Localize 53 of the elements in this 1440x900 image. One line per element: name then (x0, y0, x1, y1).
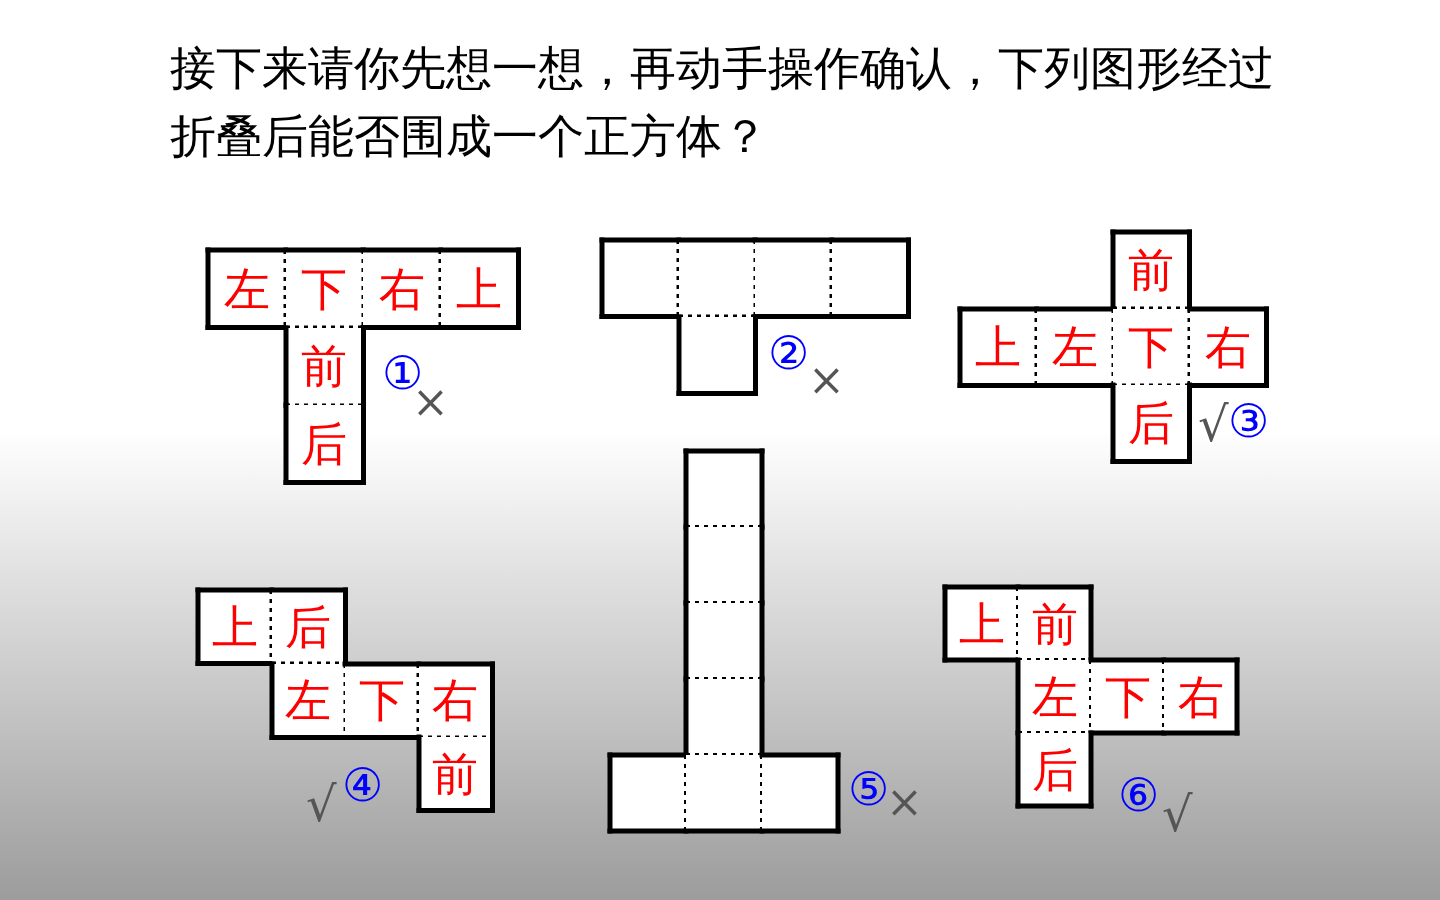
face-label: 上 (211, 603, 258, 650)
circled-number: ⑥ (1118, 772, 1159, 818)
face-label: 后 (1031, 746, 1078, 793)
face-label: 上 (975, 323, 1022, 370)
net-square (610, 755, 686, 831)
face-label: 下 (1104, 673, 1151, 720)
net-square (945, 587, 1018, 660)
net-square (1164, 660, 1237, 733)
face-label: 左 (1051, 323, 1098, 370)
net-square (440, 250, 518, 328)
face-label: 右 (378, 265, 425, 312)
face-label: 前 (432, 750, 479, 797)
check-mark: √ (1198, 400, 1229, 448)
net-square (208, 250, 286, 328)
circled-number: ③ (1228, 398, 1269, 444)
net-square (198, 590, 272, 664)
face-label: 右 (432, 677, 479, 724)
net-square (686, 451, 762, 527)
net-square (678, 316, 755, 393)
net-square (831, 240, 908, 317)
circled-number: ② (768, 330, 809, 376)
face-label: 下 (358, 677, 405, 724)
face-label: 下 (1128, 323, 1175, 370)
face-label: 后 (301, 420, 348, 467)
face-label: 右 (1204, 323, 1251, 370)
face-label: 后 (1128, 400, 1175, 447)
circled-number: ⑤ (848, 766, 889, 812)
face-label: 左 (1031, 673, 1078, 720)
face-label: 后 (285, 603, 332, 650)
net-square (285, 405, 363, 483)
check-mark: √ (306, 780, 337, 828)
face-label: 上 (456, 265, 503, 312)
face-label: 左 (223, 265, 270, 312)
net-square (1018, 733, 1091, 806)
net-square (960, 308, 1037, 385)
cross-mark: × (886, 780, 923, 824)
cross-mark: × (808, 358, 845, 402)
face-label: 上 (958, 600, 1005, 647)
net-square (602, 240, 679, 317)
net-square (762, 755, 838, 831)
face-label: 右 (1177, 673, 1224, 720)
face-label: 左 (285, 677, 332, 724)
net-square (1113, 385, 1190, 462)
question-text: 接下来请你先想一想，再动手操作确认，下列图形经过折叠后能否围成一个正方体？ (170, 40, 1275, 165)
circled-number: ④ (342, 762, 383, 808)
face-label: 下 (301, 265, 348, 312)
face-label: 前 (301, 343, 348, 390)
net-square (1189, 308, 1266, 385)
check-mark: √ (1162, 790, 1193, 838)
face-label: 前 (1128, 247, 1175, 294)
face-label: 前 (1031, 600, 1078, 647)
net-square (1113, 232, 1190, 309)
net-square (418, 737, 492, 811)
